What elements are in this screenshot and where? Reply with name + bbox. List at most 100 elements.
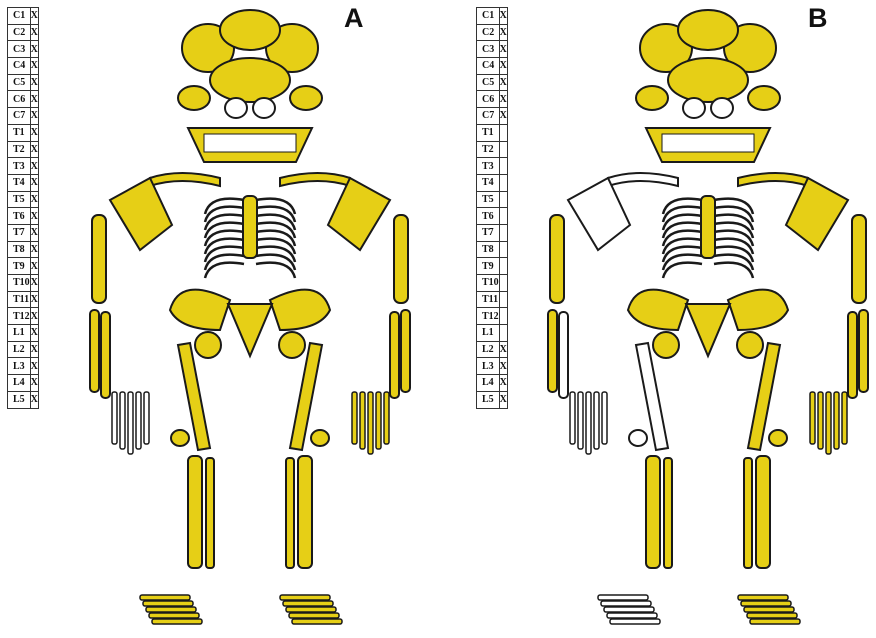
vertebra-mark: X — [30, 158, 38, 175]
ischium-left — [195, 332, 221, 358]
toe-left — [598, 595, 648, 600]
skull-occipital — [210, 58, 290, 102]
finger-left — [578, 392, 583, 449]
vertebra-mark: X — [30, 91, 38, 108]
vertebra-level: L3 — [477, 358, 500, 375]
finger-right — [384, 392, 389, 444]
skull-frontal — [678, 10, 738, 50]
toe-left — [146, 607, 196, 612]
skeleton-diagram — [498, 0, 876, 638]
toe-left — [607, 613, 657, 618]
tibia-left — [646, 456, 660, 568]
toe-right — [744, 607, 794, 612]
toe-right — [280, 595, 330, 600]
vertebra-level: T1 — [477, 124, 500, 141]
ilium-right — [270, 290, 330, 330]
toe-left — [140, 595, 190, 600]
vertebra-row: T10X — [8, 275, 39, 292]
toe-left — [143, 601, 193, 606]
orbit-right — [711, 98, 733, 118]
sternum — [701, 196, 715, 258]
vertebra-level: C7 — [477, 108, 500, 125]
toe-right — [283, 601, 333, 606]
vertebra-level: C3 — [477, 41, 500, 58]
vertebra-level: T5 — [8, 191, 31, 208]
tibia-left — [188, 456, 202, 568]
dentition — [662, 134, 754, 152]
vertebra-level: T12 — [477, 308, 500, 325]
vertebra-level: T8 — [8, 241, 31, 258]
ischium-right — [737, 332, 763, 358]
finger-left — [112, 392, 117, 444]
sacrum — [228, 304, 272, 356]
vertebra-row: C5X — [8, 74, 39, 91]
vertebra-level: L3 — [8, 358, 31, 375]
vertebra-mark: X — [30, 291, 38, 308]
vertebra-level: L4 — [8, 375, 31, 392]
skull-temporal-right — [748, 86, 780, 110]
vertebra-level: T10 — [477, 275, 500, 292]
vertebra-level: T7 — [8, 224, 31, 241]
skull-occipital — [668, 58, 748, 102]
vertebra-level: C3 — [8, 41, 31, 58]
fibula-right — [744, 458, 752, 568]
vertebra-row: C3X — [8, 41, 39, 58]
skull-frontal — [220, 10, 280, 50]
finger-right — [352, 392, 357, 444]
fibula-left — [664, 458, 672, 568]
radius-right — [859, 310, 868, 392]
toe-left — [610, 619, 660, 624]
vertebra-mark: X — [30, 275, 38, 292]
finger-left — [144, 392, 149, 444]
vertebra-mark: X — [30, 58, 38, 75]
skull-temporal-left — [178, 86, 210, 110]
vertebra-mark: X — [30, 241, 38, 258]
fibula-left — [206, 458, 214, 568]
vertebra-mark: X — [30, 141, 38, 158]
vertebra-level: T9 — [477, 258, 500, 275]
finger-left — [120, 392, 125, 449]
toe-left — [149, 613, 199, 618]
humerus-left — [92, 215, 106, 303]
toe-right — [292, 619, 342, 624]
vertebra-mark: X — [30, 325, 38, 342]
tibia-right — [298, 456, 312, 568]
clavicle-left — [608, 173, 678, 186]
humerus-right — [852, 215, 866, 303]
finger-right — [834, 392, 839, 449]
toe-left — [601, 601, 651, 606]
finger-left — [136, 392, 141, 449]
finger-left — [586, 392, 591, 454]
vertebra-mark: X — [30, 208, 38, 225]
radius-left — [548, 310, 557, 392]
clavicle-right — [738, 173, 808, 186]
vertebra-level: T3 — [477, 158, 500, 175]
finger-left — [570, 392, 575, 444]
vertebra-level: L5 — [477, 391, 500, 408]
vertebra-level: L1 — [477, 325, 500, 342]
vertebra-level: T11 — [477, 291, 500, 308]
vertebra-mark: X — [30, 375, 38, 392]
ulna-right — [390, 312, 399, 398]
vertebra-level: C4 — [477, 58, 500, 75]
toe-left — [604, 607, 654, 612]
vertebra-level: L1 — [8, 325, 31, 342]
dentition — [204, 134, 296, 152]
finger-right — [818, 392, 823, 449]
vertebra-level: C5 — [8, 74, 31, 91]
ischium-left — [653, 332, 679, 358]
vertebra-level: T4 — [8, 174, 31, 191]
ilium-right — [728, 290, 788, 330]
vertebra-row: C4X — [8, 58, 39, 75]
clavicle-right — [280, 173, 350, 186]
toe-right — [741, 601, 791, 606]
ischium-right — [279, 332, 305, 358]
vertebra-mark: X — [30, 258, 38, 275]
finger-right — [360, 392, 365, 449]
finger-right — [376, 392, 381, 449]
